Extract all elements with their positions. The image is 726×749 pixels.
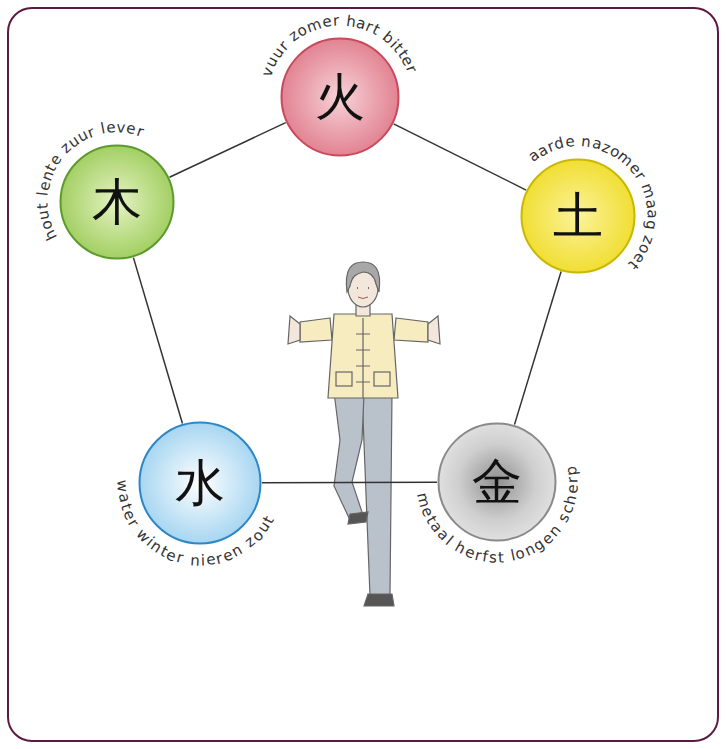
arc-letter: e (565, 484, 581, 495)
arc-letter: d (553, 136, 566, 153)
tai-chi-figure (288, 262, 440, 606)
element-circle: 木hout lente zuur lever (59, 144, 175, 260)
element-character: 土 (520, 158, 636, 274)
arc-label: water winter nieren zout (138, 421, 262, 545)
arc-letter: a (643, 198, 659, 209)
arc-letter (35, 197, 50, 202)
arc-letter (183, 552, 190, 568)
arc-letter: t (35, 203, 50, 210)
element-character: 木 (59, 144, 175, 260)
arc-letter: e (564, 134, 575, 150)
cycle-line (514, 271, 561, 424)
element-character: 金 (437, 422, 557, 542)
arc-letter: g (643, 219, 659, 230)
arc-letter: e (321, 14, 333, 30)
arc-label: vuur zomer hart bitter (280, 37, 400, 157)
element-circle: 金metaal herfst longen scherp (437, 422, 557, 542)
arc-letter: r (565, 477, 580, 483)
cycle-line (133, 258, 182, 424)
arc-letter: w (114, 480, 130, 493)
arc-letter: r (332, 13, 339, 28)
arc-letter: i (200, 553, 205, 568)
element-character: 火 (280, 37, 400, 157)
cycle-line (262, 481, 437, 483)
arc-label: hout lente zuur lever (59, 144, 175, 260)
arc-letter: v (116, 120, 126, 135)
element-circle: 水water winter nieren zout (138, 421, 262, 545)
arc-letter: n (189, 553, 200, 569)
arc-letter: l (99, 122, 106, 138)
arc-letter: m (638, 182, 657, 201)
cycle-line (394, 124, 526, 190)
element-circle: 土aarde nazomer maag zoet (520, 158, 636, 274)
frame (8, 8, 718, 741)
arc-letter: s (488, 550, 497, 565)
arc-letter: t (497, 550, 504, 565)
element-circle: 火vuur zomer hart bitter (280, 37, 400, 157)
arc-letter: e (106, 120, 116, 136)
arc-letter: a (644, 210, 659, 220)
arc-label: aarde nazomer maag zoet (520, 158, 636, 274)
arc-letter: f (481, 549, 489, 565)
arc-letter: p (564, 466, 580, 478)
arc-label: metaal herfst longen scherp (437, 422, 557, 542)
element-character: 水 (138, 421, 262, 545)
cycle-line (169, 123, 285, 178)
arc-letter (340, 13, 345, 28)
arc-letter (576, 135, 581, 150)
